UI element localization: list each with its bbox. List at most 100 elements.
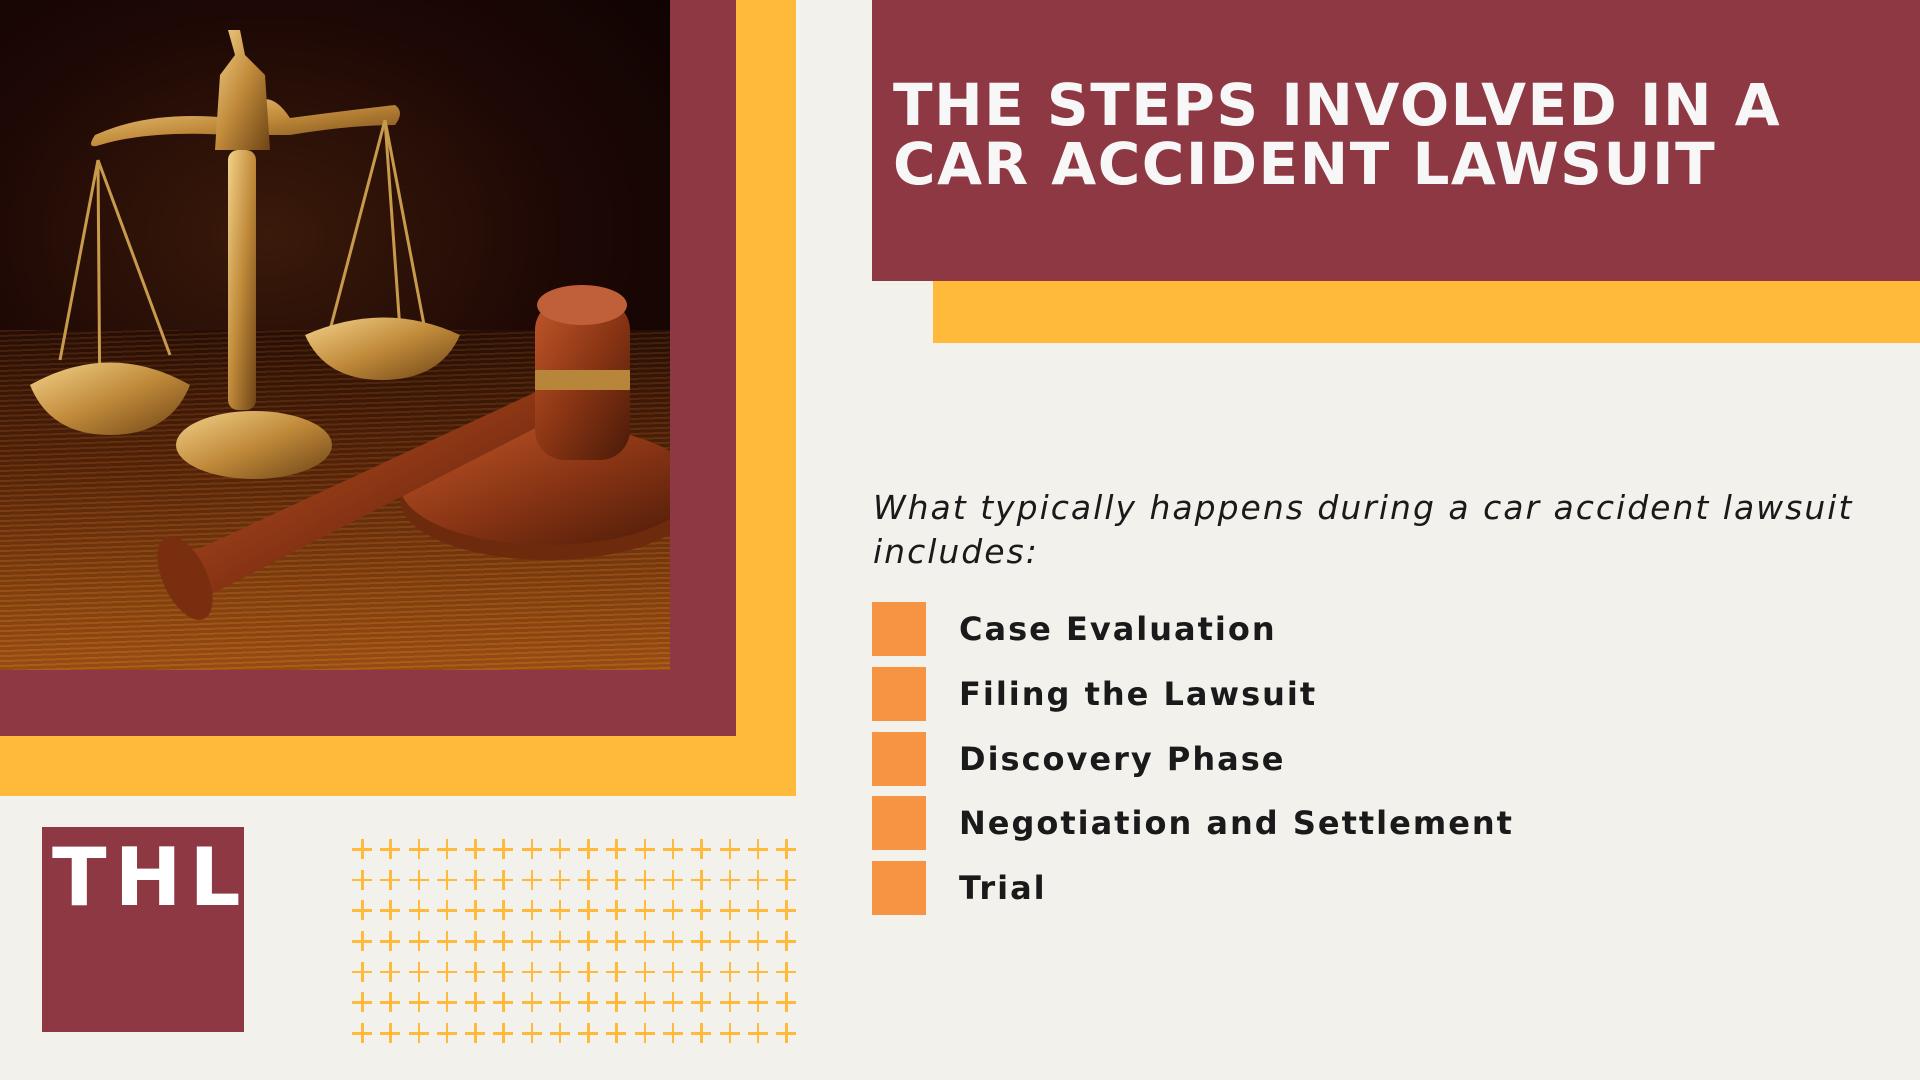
plus-icon <box>691 869 712 890</box>
plus-icon <box>465 961 486 982</box>
plus-icon <box>521 1023 542 1044</box>
plus-icon <box>465 1023 486 1044</box>
plus-icon <box>747 931 768 951</box>
plus-icon <box>606 992 627 1013</box>
plus-icon <box>408 839 429 859</box>
plus-icon <box>549 900 570 921</box>
square-bullet-icon <box>872 666 926 721</box>
plus-icon <box>662 869 683 890</box>
plus-icon <box>662 992 683 1013</box>
title-accent-bar <box>933 281 1920 343</box>
plus-icon <box>776 992 797 1013</box>
plus-icon <box>436 931 457 951</box>
plus-icon <box>493 869 514 890</box>
list-item: Case Evaluation <box>872 602 1514 656</box>
square-bullet-icon <box>872 731 926 786</box>
plus-icon <box>436 961 457 982</box>
title-line-1: THE STEPS INVOLVED IN A <box>893 71 1782 139</box>
plus-icon <box>521 900 542 921</box>
plus-icon <box>719 900 740 921</box>
plus-icon <box>606 869 627 890</box>
plus-icon <box>408 931 429 951</box>
plus-icon <box>549 992 570 1013</box>
thl-logo: THL <box>42 827 244 1032</box>
plus-icon <box>380 992 401 1013</box>
plus-icon <box>352 992 372 1013</box>
square-bullet-icon <box>872 796 926 851</box>
step-label: Negotiation and Settlement <box>959 804 1514 843</box>
plus-icon <box>493 1023 514 1044</box>
plus-icon <box>408 961 429 982</box>
scales-of-justice-icon <box>30 30 670 620</box>
plus-icon <box>521 992 542 1013</box>
plus-icon <box>380 1023 401 1044</box>
plus-icon <box>747 961 768 982</box>
plus-icon <box>747 869 768 890</box>
plus-icon <box>691 931 712 951</box>
plus-icon <box>549 839 570 859</box>
plus-icon <box>719 931 740 951</box>
plus-icon <box>493 992 514 1013</box>
plus-icon <box>521 961 542 982</box>
plus-icon <box>719 992 740 1013</box>
plus-icon <box>578 869 599 890</box>
plus-icon <box>465 931 486 951</box>
plus-icon <box>436 1023 457 1044</box>
plus-icon <box>352 931 372 951</box>
plus-icon <box>493 931 514 951</box>
plus-icon <box>578 1023 599 1044</box>
plus-icon <box>634 869 655 890</box>
plus-icon <box>719 869 740 890</box>
plus-icon <box>408 869 429 890</box>
plus-icon <box>380 869 401 890</box>
logo-text: THL <box>52 831 249 924</box>
step-label: Filing the Lawsuit <box>959 674 1318 713</box>
plus-icon <box>352 1023 372 1044</box>
plus-icon <box>493 900 514 921</box>
list-item: Discovery Phase <box>872 731 1514 786</box>
steps-list: Case Evaluation Filing the Lawsuit Disco… <box>872 602 1514 926</box>
plus-icon <box>634 961 655 982</box>
list-item: Trial <box>872 861 1514 916</box>
plus-icon <box>747 992 768 1013</box>
plus-icon <box>352 900 372 921</box>
plus-icon <box>634 931 655 951</box>
plus-icon <box>408 900 429 921</box>
plus-icon <box>578 900 599 921</box>
plus-icon <box>493 961 514 982</box>
plus-icon <box>380 839 401 859</box>
plus-icon <box>380 931 401 951</box>
page-title: THE STEPS INVOLVED IN A CAR ACCIDENT LAW… <box>893 76 1893 194</box>
plus-icon <box>747 839 768 859</box>
plus-icon <box>578 961 599 982</box>
plus-icon <box>521 839 542 859</box>
plus-icon <box>465 869 486 890</box>
plus-icon <box>634 1023 655 1044</box>
plus-icon <box>408 1023 429 1044</box>
plus-icon <box>465 992 486 1013</box>
square-bullet-icon <box>872 602 926 656</box>
plus-icon <box>578 992 599 1013</box>
plus-icon <box>606 961 627 982</box>
plus-icon <box>662 931 683 951</box>
plus-icon <box>634 992 655 1013</box>
plus-pattern <box>352 839 800 1055</box>
plus-icon <box>747 1023 768 1044</box>
plus-icon <box>691 839 712 859</box>
plus-icon <box>662 961 683 982</box>
plus-icon <box>719 961 740 982</box>
plus-icon <box>606 1023 627 1044</box>
plus-icon <box>719 1023 740 1044</box>
plus-icon <box>747 900 768 921</box>
plus-icon <box>549 1023 570 1044</box>
plus-icon <box>776 900 797 921</box>
plus-icon <box>691 900 712 921</box>
list-item: Negotiation and Settlement <box>872 796 1514 851</box>
plus-icon <box>408 992 429 1013</box>
plus-icon <box>776 1023 797 1044</box>
plus-icon <box>465 839 486 859</box>
plus-icon <box>493 839 514 859</box>
plus-icon <box>719 839 740 859</box>
plus-icon <box>465 900 486 921</box>
plus-icon <box>606 900 627 921</box>
